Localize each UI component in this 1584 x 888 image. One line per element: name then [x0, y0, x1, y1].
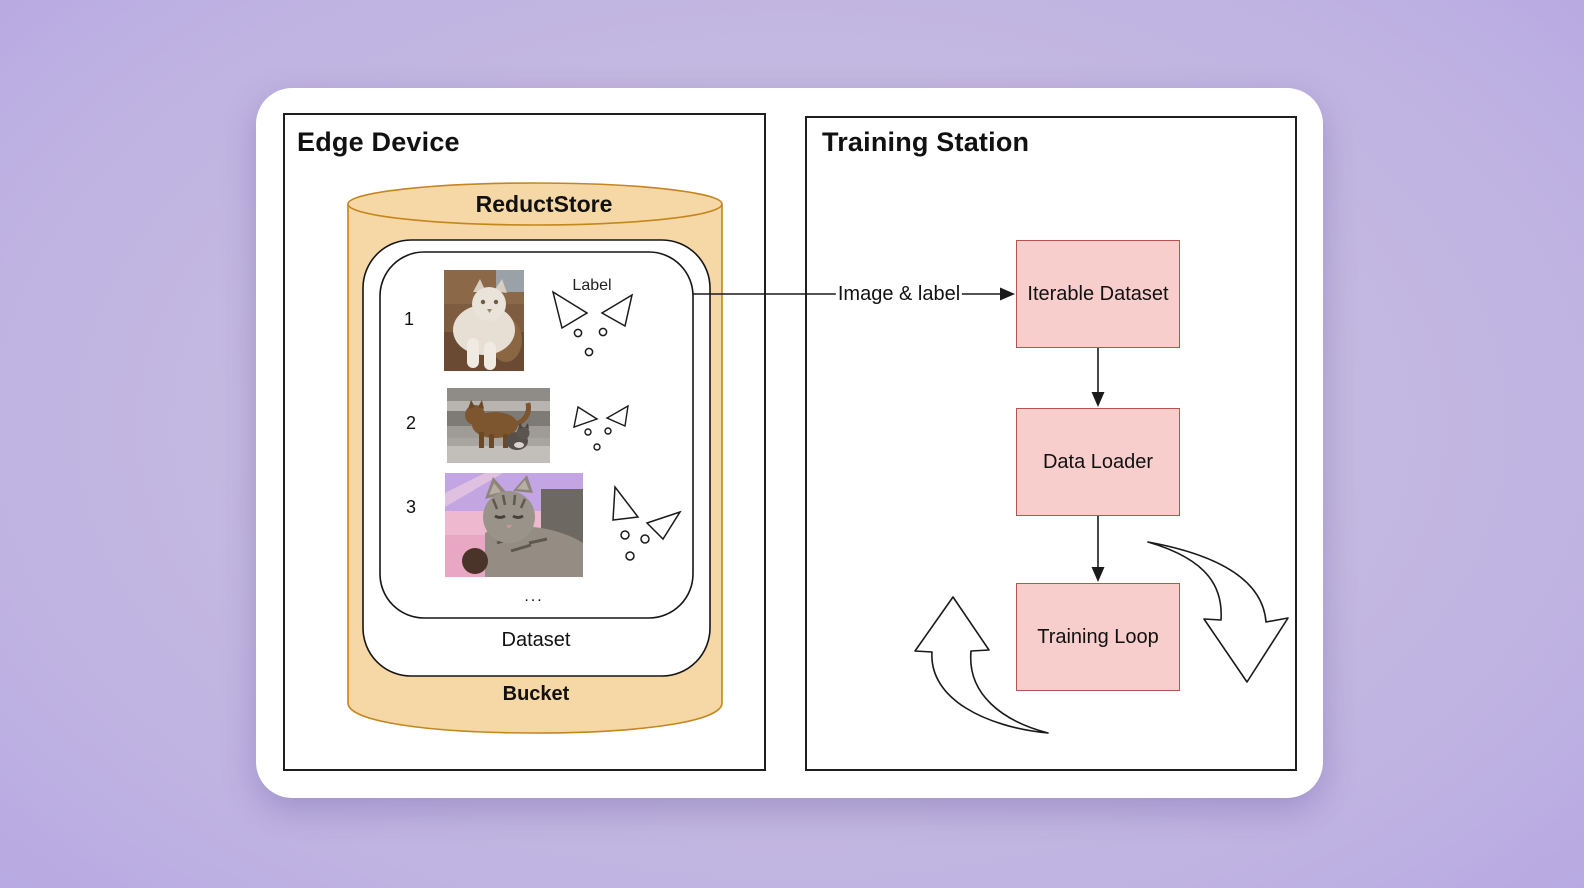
- dataset-label: Dataset: [501, 629, 571, 651]
- training-station-title: Training Station: [822, 127, 1030, 157]
- data-loader-label: Data Loader: [1042, 450, 1154, 473]
- iterable-dataset-box: Iterable Dataset: [1016, 240, 1180, 348]
- cat-photo-3: [445, 473, 583, 577]
- cat-photo-2: [447, 388, 550, 463]
- row-number-1: 1: [404, 309, 415, 329]
- row-number-3: 3: [406, 497, 417, 517]
- row-number-2: 2: [406, 413, 417, 433]
- label-caption: Label: [572, 277, 612, 294]
- training-loop-label: Training Loop: [1037, 625, 1159, 648]
- edge-device-title: Edge Device: [297, 127, 460, 157]
- connector-label: Image & label: [835, 283, 963, 305]
- iterable-dataset-label: Iterable Dataset: [1027, 282, 1169, 305]
- dataset-ellipsis: ...: [524, 588, 544, 605]
- reductstore-label: ReductStore: [475, 191, 613, 217]
- data-loader-box: Data Loader: [1016, 408, 1180, 516]
- cat-photo-1: [444, 270, 524, 371]
- training-loop-box: Training Loop: [1016, 583, 1180, 691]
- bucket-label: Bucket: [502, 683, 570, 705]
